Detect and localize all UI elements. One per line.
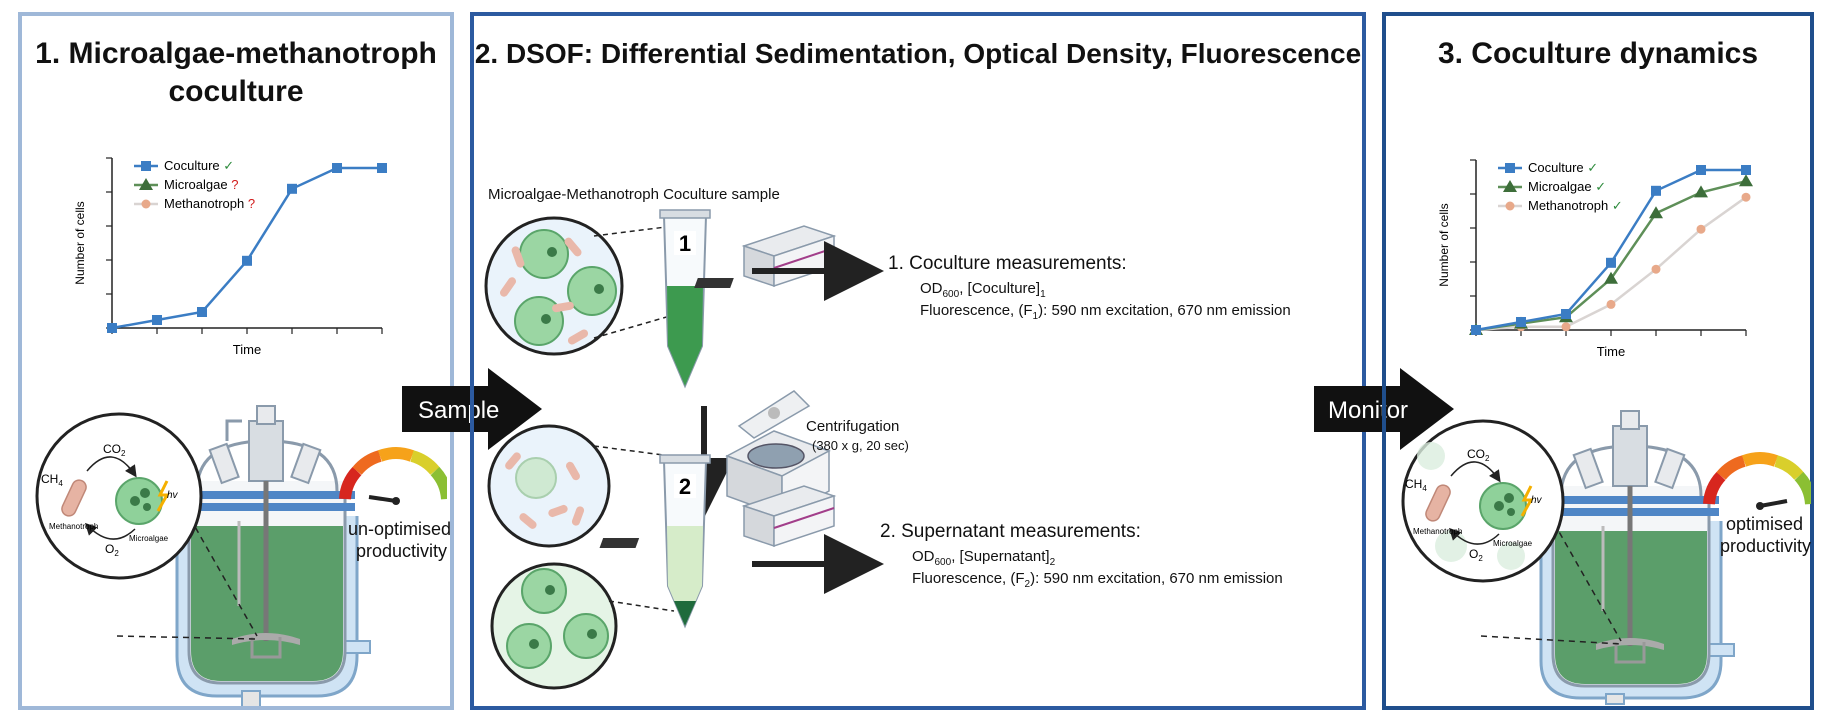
tube2-number: 2 [679, 474, 691, 499]
panel3-title: 3. Coculture dynamics [1437, 37, 1759, 70]
data-point-microalgae [1739, 174, 1753, 187]
panel1-title-line2: coculture [168, 75, 304, 108]
label-o2: O2 [1469, 547, 1483, 563]
coculture-od: OD600, [Coculture]1 [920, 280, 1046, 300]
data-point-coculture [377, 163, 387, 173]
data-point-methanotroph [1606, 299, 1616, 309]
label-o2: O2 [105, 542, 119, 558]
x-axis-label: Time [233, 342, 261, 357]
legend-status: ? [248, 196, 255, 211]
productivity-label-line2: productivity [1720, 536, 1812, 556]
data-point-methanotroph [1696, 224, 1706, 234]
panel2-title: 2. DSOF: Differential Sedimentation, Opt… [474, 38, 1362, 69]
legend-marker [1505, 201, 1515, 211]
data-point-methanotroph [1741, 192, 1751, 202]
label-co2: CO2 [1467, 447, 1490, 463]
data-point-coculture [1651, 185, 1661, 196]
legend-status: ? [231, 177, 238, 192]
centrifugation-params: (380 x g, 20 sec) [812, 438, 909, 453]
centrifugation-label: Centrifugation [806, 418, 900, 435]
data-point-coculture [242, 255, 252, 266]
legend-marker [141, 161, 151, 171]
label-hv: hv [1531, 495, 1543, 506]
data-point-coculture [1516, 317, 1526, 327]
legend-marker [141, 199, 151, 209]
productivity-label-line2: productivity [356, 541, 448, 561]
data-point-microalgae [1694, 185, 1708, 198]
tube1-number: 1 [679, 231, 691, 256]
productivity-label-line1: optimised [1726, 514, 1804, 534]
label-microalgae: Microalgae [129, 534, 169, 543]
label-ch4: CH4 [1405, 477, 1427, 493]
label-hv: hv [167, 490, 179, 501]
legend-entry-microalgae: Microalgae ? [164, 177, 238, 192]
data-point-coculture [332, 163, 342, 173]
data-point-coculture [197, 307, 207, 317]
legend-status: ✓ [223, 158, 234, 173]
panel-microalgae-methanotroph-coculture: 1. Microalgae-methanotroph coculture Tim… [18, 12, 454, 710]
legend-entry-methanotroph: Methanotroph ✓ [1528, 198, 1623, 213]
label-methanotroph: Methanotroph [49, 522, 98, 531]
chart-coculture-growth: Time Number of cells Coculture ✓ Microalgae… [73, 157, 387, 357]
chart-coculture-dynamics: Time Number of cells Coculture ✓ Microalgae… [1437, 159, 1753, 359]
label-co2: CO2 [103, 442, 126, 458]
data-point-methanotroph [1651, 264, 1661, 274]
legend-entry-methanotroph: Methanotroph ? [164, 196, 255, 211]
plate-reader-1 [694, 225, 837, 288]
productivity-gauge-high [1703, 452, 1811, 510]
plate-reader-2 [599, 485, 837, 548]
legend-marker [1503, 180, 1517, 192]
legend-status: ✓ [1595, 179, 1606, 194]
legend-marker [1505, 163, 1515, 173]
x-axis-label: Time [1597, 344, 1625, 359]
bioreactor-optimised: CO2 CH4 O2 hv Methanotroph Microalgae [1401, 410, 1811, 705]
sample-arrow-label: Sample [418, 397, 500, 424]
dsof-workflow: 1 [484, 209, 884, 690]
legend-entry-coculture: Coculture ✓ [164, 158, 234, 173]
y-axis-label: Number of cells [1437, 203, 1451, 286]
productivity-gauge-low [339, 447, 447, 505]
data-point-coculture [1561, 309, 1571, 319]
panel1-title-line1: 1. Microalgae-methanotroph [35, 37, 437, 70]
legend-status: ✓ [1587, 160, 1598, 175]
bioreactor-unoptimised: CO2 CH4 O2 hv Methanotroph Microalgae [35, 405, 447, 706]
legend-entry-coculture: Coculture ✓ [1528, 160, 1598, 175]
label-microalgae: Microalgae [1493, 539, 1533, 548]
data-point-coculture [1471, 325, 1481, 335]
data-point-coculture [1606, 257, 1616, 268]
data-point-coculture [107, 323, 117, 333]
data-point-coculture [287, 183, 297, 194]
legend-status: ✓ [1612, 198, 1623, 213]
data-point-coculture [152, 315, 162, 325]
panel-dsof: 2. DSOF: Differential Sedimentation, Opt… [470, 12, 1366, 710]
sample-label: Microalgae-Methanotroph Coculture sample [488, 186, 780, 203]
legend-entry-microalgae: Microalgae ✓ [1528, 179, 1606, 194]
supernatant-measurements-title: 2. Supernatant measurements: [880, 521, 1141, 542]
supernatant-od: OD600, [Supernatant]2 [912, 548, 1056, 568]
label-methanotroph: Methanotroph [1413, 527, 1462, 536]
data-point-microalgae [1604, 271, 1618, 284]
y-axis-label: Number of cells [73, 201, 87, 284]
panel-coculture-dynamics: 3. Coculture dynamics Time Number of cell… [1382, 12, 1814, 710]
data-point-microalgae [1649, 206, 1663, 219]
data-point-methanotroph [1561, 322, 1571, 332]
data-point-coculture [1696, 165, 1706, 175]
legend-marker [139, 178, 153, 190]
supernatant-fluorescence: Fluorescence, (F2): 590 nm excitation, 6… [912, 570, 1283, 590]
label-ch4: CH4 [41, 472, 63, 488]
coculture-measurements-title: 1. Coculture measurements: [888, 253, 1127, 274]
data-point-coculture [1741, 165, 1751, 175]
monitor-arrow-label: Monitor [1328, 397, 1409, 424]
series-line-coculture [111, 166, 382, 330]
productivity-label-line1: un-optimised [348, 519, 452, 539]
coculture-fluorescence: Fluorescence, (F1): 590 nm excitation, 6… [920, 302, 1291, 322]
